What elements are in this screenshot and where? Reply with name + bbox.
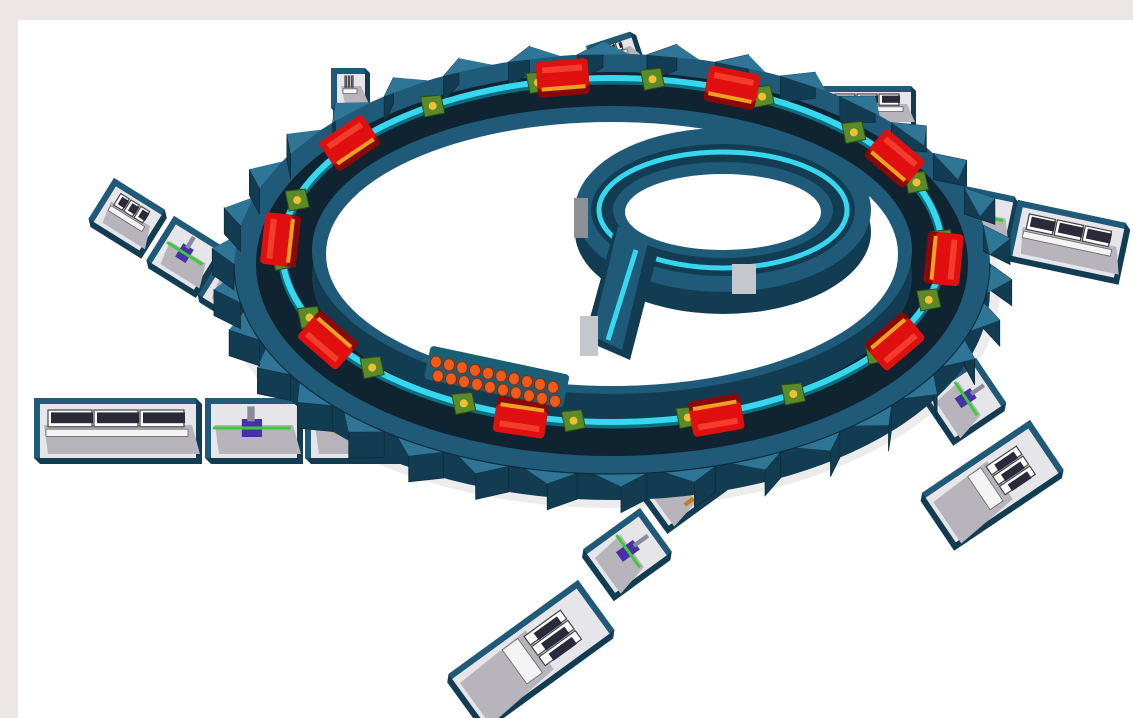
- undulator-pole: [524, 390, 535, 402]
- monitor-screen: [51, 412, 93, 423]
- hutch-side-edge: [34, 398, 40, 458]
- console-desk: [46, 429, 188, 436]
- undulator-pole: [431, 356, 442, 368]
- quadrupole-coil: [925, 296, 933, 304]
- quadrupole-coil: [569, 417, 577, 425]
- monitor-screen: [882, 96, 900, 103]
- undulator-pole: [522, 376, 533, 388]
- dipole-magnet: [260, 212, 302, 268]
- beamline-8-control-room: [444, 580, 618, 718]
- undulator-pole: [550, 395, 561, 407]
- hutch-top-edge: [34, 398, 196, 404]
- booster-end-block: [732, 264, 756, 294]
- undulator-pole: [459, 376, 470, 388]
- dipole-magnet: [535, 58, 590, 98]
- undulator-pole: [485, 381, 496, 393]
- quadrupole-coil: [850, 128, 858, 136]
- undulator-pole: [535, 378, 546, 390]
- quadrupole-magnet: [452, 392, 476, 414]
- wall-buttress: [298, 402, 333, 431]
- quadrupole-coil: [460, 399, 468, 407]
- booster-end-block: [574, 198, 588, 238]
- quadrupole-magnet: [641, 68, 665, 90]
- undulator-pole: [483, 367, 494, 379]
- quadrupole-coil: [429, 102, 437, 110]
- quadrupole-coil: [368, 364, 376, 372]
- undulator-pole: [509, 373, 520, 385]
- quadrupole-magnet: [285, 189, 309, 211]
- hutch-top-edge: [821, 86, 911, 92]
- quadrupole-coil: [293, 196, 301, 204]
- quadrupole-coil: [649, 75, 657, 83]
- undulator-pole: [433, 370, 444, 382]
- undulator-pole: [496, 370, 507, 382]
- monitor: [352, 76, 353, 87]
- undulator-pole: [498, 384, 509, 396]
- hutch-side-edge: [205, 398, 211, 458]
- figure-canvas: [18, 20, 1133, 718]
- monitor-screen: [143, 412, 185, 423]
- linac-end-block: [580, 316, 598, 356]
- undulator-pole: [548, 381, 559, 393]
- undulator-pole: [511, 387, 522, 399]
- undulator-pole: [470, 364, 481, 376]
- quadrupole-magnet: [421, 95, 445, 117]
- quadrupole-coil: [758, 93, 766, 101]
- beamline-1-experiment-hutch: [205, 398, 303, 464]
- quadrupole-magnet: [360, 357, 384, 379]
- undulator-pole: [457, 362, 468, 374]
- wall-buttress: [349, 432, 384, 458]
- quadrupole-magnet: [842, 121, 866, 143]
- beamline-7-control-room: [917, 420, 1067, 551]
- booster-courtyard: [625, 174, 821, 250]
- synchrotron-illustration: [18, 20, 1133, 718]
- quadrupole-coil: [789, 390, 797, 398]
- quadrupole-coil: [912, 178, 920, 186]
- wall-buttress: [409, 452, 444, 482]
- monitor-screen: [97, 412, 139, 423]
- quadrupole-magnet: [561, 410, 585, 432]
- undulator-pole: [444, 359, 455, 371]
- console-desk: [343, 89, 357, 94]
- beamline-1-control-room: [34, 398, 202, 464]
- quadrupole-magnet: [781, 383, 805, 405]
- undulator-pole: [446, 373, 457, 385]
- beamline-6-control-room: [1005, 200, 1131, 285]
- monitor: [348, 76, 349, 87]
- undulator-pole: [537, 392, 548, 404]
- undulator-pole: [472, 378, 483, 390]
- detector-arm: [247, 406, 254, 421]
- monitor: [345, 76, 346, 87]
- dipole-magnet: [923, 231, 964, 286]
- hutch-side-edge: [331, 68, 337, 108]
- quadrupole-magnet: [917, 289, 941, 311]
